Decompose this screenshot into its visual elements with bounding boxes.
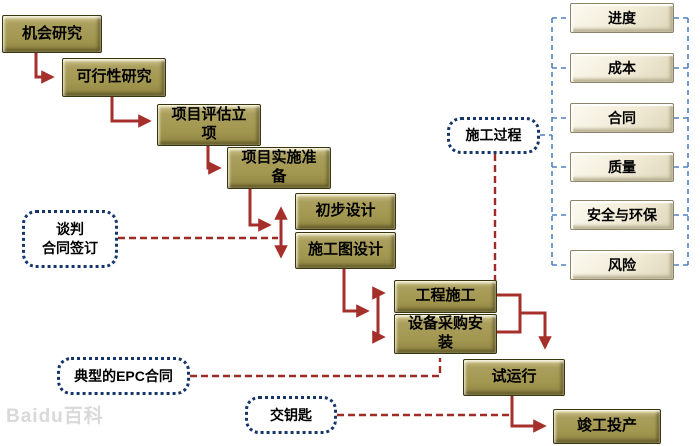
flow-box-preliminary-design: 初步设计 (295, 193, 396, 230)
flow-box-completion-production: 竣工投产 (553, 409, 661, 444)
callout-label: 合同签订 (42, 240, 98, 256)
callout-negotiation-contract-signing: 谈判合同签订 (22, 210, 118, 268)
arrow-merge-to-trial-run (520, 311, 552, 350)
flow-box-opportunity-research: 机会研究 (2, 15, 102, 53)
callout-construction-process: 施工过程 (447, 117, 540, 154)
control-box-quality: 质量 (570, 152, 674, 182)
callout-label: 谈判 (56, 221, 84, 238)
control-box-cost: 成本 (570, 53, 674, 83)
flow-box-label: 可行性研究 (76, 68, 152, 86)
flow-box-implementation-preparation: 项目实施准备 (227, 147, 331, 189)
control-box-risk: 风险 (570, 250, 674, 280)
flow-box-project-evaluation-approval: 项目评估立项 (157, 104, 261, 146)
arrow-preparation-to-design-split (248, 189, 272, 232)
flow-box-trial-run: 试运行 (463, 359, 565, 396)
control-box-contract: 合同 (570, 103, 674, 133)
callout-label: 典型的EPC合同 (74, 367, 173, 384)
construction-merge-bracket (497, 293, 522, 334)
flow-box-construction-drawing-design: 施工图设计 (295, 232, 396, 269)
bracket-left-stubs (552, 17, 570, 266)
epc-contract-link (190, 358, 442, 378)
control-box-label: 质量 (608, 159, 636, 175)
flow-box-label: 项目评估立 (171, 106, 247, 124)
flow-box-equipment-procurement-install: 设备采购安装 (394, 314, 497, 354)
callout-label: 施工过程 (465, 127, 522, 144)
flow-box-label: 项 (201, 125, 217, 142)
control-box-label: 合同 (608, 110, 636, 126)
flow-box-label: 设备采购安 (407, 315, 483, 333)
control-box-label: 安全与环保 (587, 207, 657, 223)
arrow-opportunity-to-feasibility (34, 53, 55, 84)
flow-box-engineering-construction: 工程施工 (394, 280, 497, 313)
arrow-drawing-to-construction-split (342, 269, 370, 318)
control-box-label: 成本 (608, 60, 636, 76)
control-box-label: 进度 (608, 10, 636, 26)
flow-box-label: 试运行 (491, 368, 537, 386)
callout-typical-epc-contract: 典型的EPC合同 (57, 357, 190, 395)
flow-box-label: 竣工投产 (576, 417, 637, 435)
callout-label: 交钥匙 (270, 406, 312, 423)
flow-box-feasibility-study: 可行性研究 (62, 58, 166, 97)
control-box-label: 风险 (608, 257, 636, 273)
bracket-right-stubs (674, 17, 688, 266)
flow-box-label: 项目实施准 (241, 149, 317, 167)
control-box-progress: 进度 (570, 3, 674, 33)
control-box-safety-environment: 安全与环保 (570, 200, 674, 230)
flow-box-label: 施工图设计 (307, 241, 383, 259)
arrow-evaluation-to-preparation (206, 146, 222, 175)
flow-box-label: 工程施工 (415, 287, 476, 305)
callout-turnkey: 交钥匙 (245, 396, 337, 434)
arrow-feasibility-to-evaluation (110, 97, 152, 128)
arrow-trial-run-to-completion (510, 396, 547, 433)
flow-box-label: 装 (437, 334, 453, 351)
flow-box-label: 机会研究 (21, 24, 82, 42)
flow-box-label: 备 (271, 168, 287, 185)
baidu-baike-watermark: Baidu百科 (6, 406, 104, 427)
flow-box-label: 初步设计 (315, 202, 376, 220)
